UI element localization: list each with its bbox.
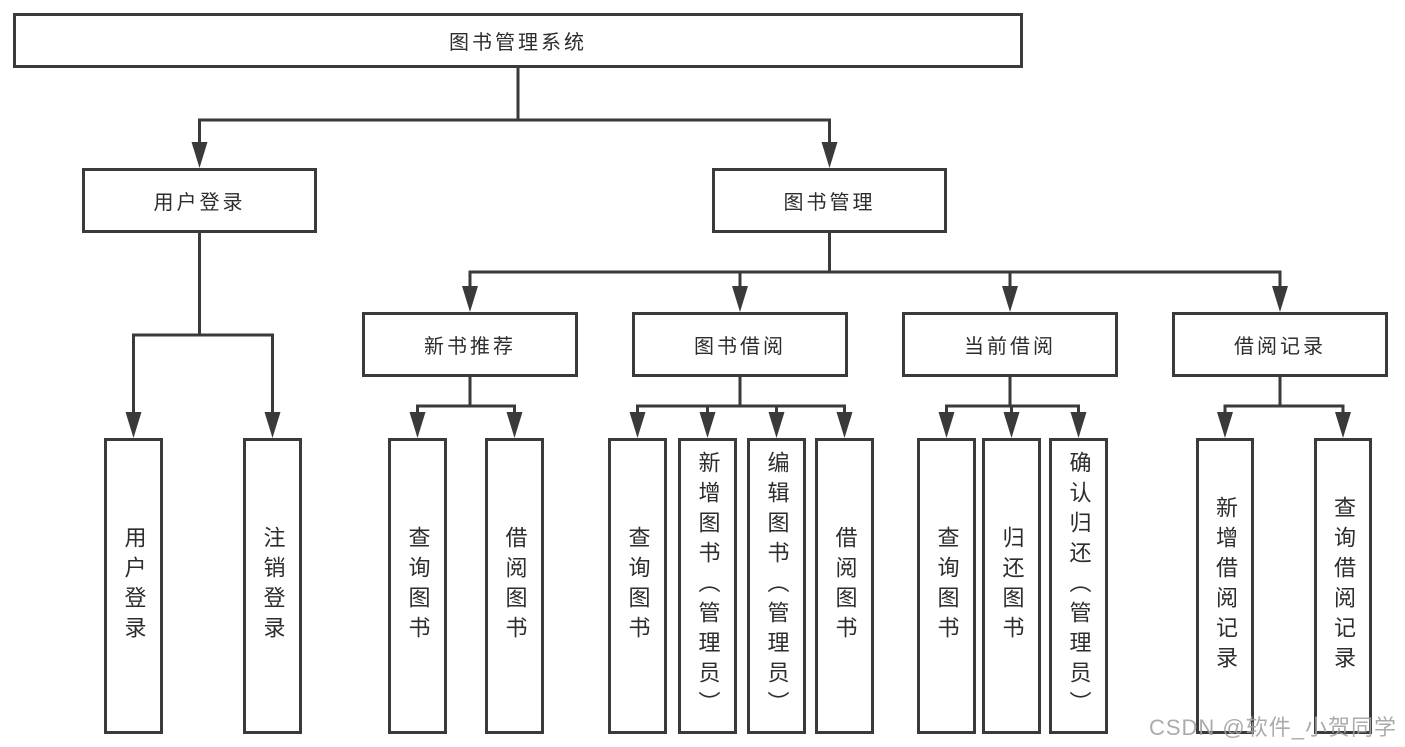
leaf-query-books-borrowing: 查询图书	[608, 438, 667, 734]
node-user-login-label: 用户登录	[153, 192, 246, 214]
leaf-query-books-current: 查询图书	[917, 438, 976, 734]
leaf-confirm-return-admin: 确认归还（管理员）	[1049, 438, 1108, 734]
leaf-return-books-label: 归还图书	[999, 526, 1025, 646]
leaf-return-books: 归还图书	[982, 438, 1041, 734]
leaf-query-books-borrowing-label: 查询图书	[625, 526, 651, 646]
leaf-borrow-books-borrowing: 借阅图书	[815, 438, 874, 734]
leaf-confirm-return-admin-label: 确认归还（管理员）	[1066, 451, 1092, 721]
node-current-borrowing: 当前借阅	[902, 312, 1118, 377]
leaf-add-books-admin: 新增图书（管理员）	[678, 438, 737, 734]
node-book-management-label: 图书管理	[783, 192, 876, 214]
node-user-login: 用户登录	[82, 168, 317, 233]
leaf-edit-books-admin: 编辑图书（管理员）	[747, 438, 806, 734]
node-book-management: 图书管理	[712, 168, 947, 233]
watermark-text: CSDN @软件_小贺同学	[1148, 715, 1397, 740]
leaf-query-borrow-record-label: 查询借阅记录	[1331, 496, 1356, 676]
leaf-borrow-books-recommend: 借阅图书	[485, 438, 544, 734]
leaf-query-books-recommend-label: 查询图书	[405, 526, 431, 646]
leaf-borrow-books-recommend-label: 借阅图书	[502, 526, 528, 646]
node-new-book-recommend-label: 新书推荐	[424, 336, 516, 358]
node-book-borrowing-label: 图书借阅	[694, 336, 786, 358]
leaf-edit-books-admin-label: 编辑图书（管理员）	[764, 451, 790, 721]
leaf-user-login-label: 用户登录	[121, 526, 147, 646]
leaf-add-borrow-record-label: 新增借阅记录	[1213, 496, 1238, 676]
leaf-add-books-admin-label: 新增图书（管理员）	[695, 451, 721, 721]
node-current-borrowing-label: 当前借阅	[964, 336, 1056, 358]
leaf-query-books-current-label: 查询图书	[934, 526, 960, 646]
node-book-borrowing: 图书借阅	[632, 312, 848, 377]
node-new-book-recommend: 新书推荐	[362, 312, 578, 377]
node-borrowing-records: 借阅记录	[1172, 312, 1388, 377]
leaf-logout-login: 注销登录	[243, 438, 302, 734]
leaf-query-books-recommend: 查询图书	[388, 438, 447, 734]
leaf-query-borrow-record: 查询借阅记录	[1314, 438, 1372, 734]
leaf-logout-login-label: 注销登录	[260, 526, 286, 646]
leaf-user-login: 用户登录	[104, 438, 163, 734]
node-borrowing-records-label: 借阅记录	[1234, 336, 1326, 358]
node-library-system-label: 图书管理系统	[449, 32, 587, 54]
leaf-add-borrow-record: 新增借阅记录	[1196, 438, 1254, 734]
node-library-system: 图书管理系统	[13, 13, 1023, 68]
leaf-borrow-books-borrowing-label: 借阅图书	[832, 526, 858, 646]
